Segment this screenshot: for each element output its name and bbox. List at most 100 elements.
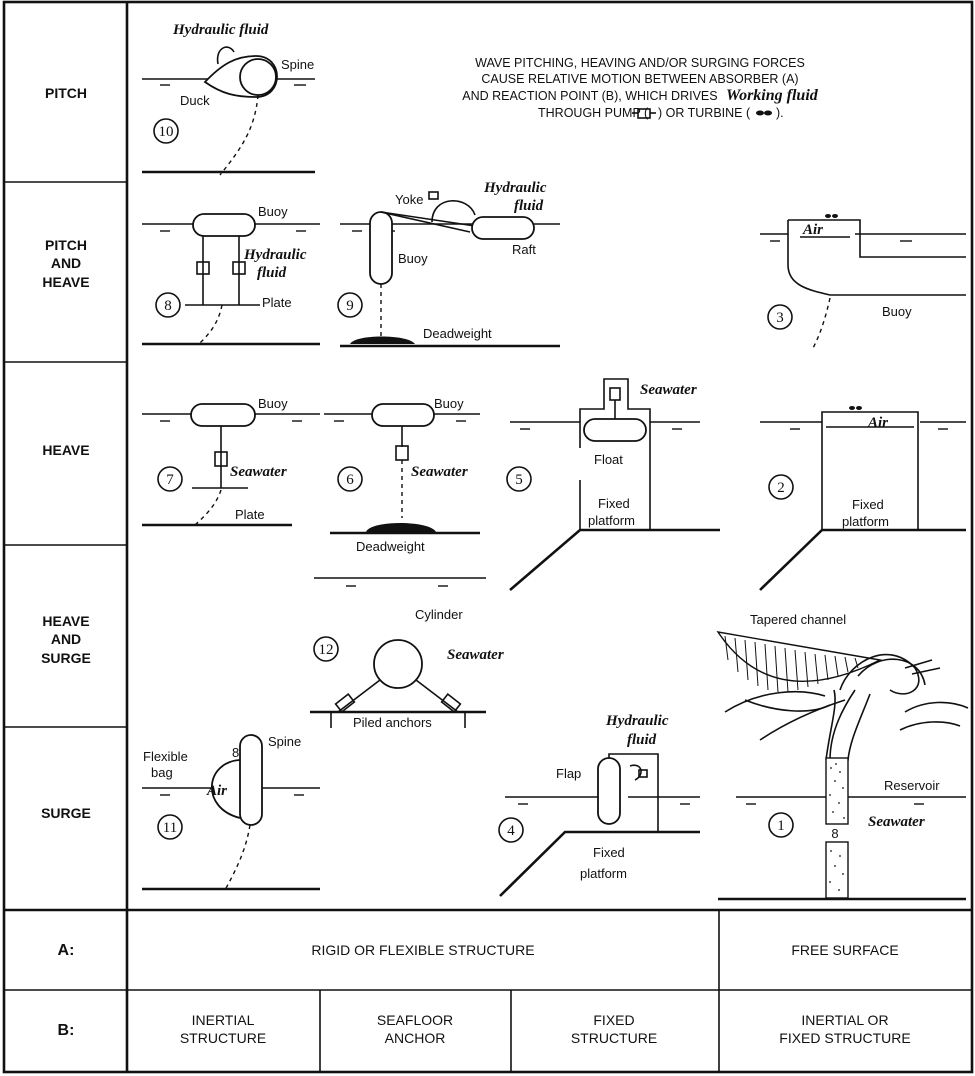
svg-text:WAVE PITCHING, HEAVING AND/OR: WAVE PITCHING, HEAVING AND/OR SURGING FO… [475,56,805,70]
svg-text:Flap: Flap [556,766,581,781]
svg-text:Deadweight: Deadweight [356,539,425,554]
svg-text:7: 7 [166,472,174,488]
turbine-symbol-icon [756,110,772,116]
svg-text:8: 8 [164,298,172,314]
row-label-pitch-and-heave: PITCH AND HEAVE [42,237,89,290]
svg-text:Plate: Plate [235,507,265,522]
svg-text:11: 11 [163,820,177,836]
svg-text:Buoy: Buoy [258,204,288,219]
device-1-tapered-channel: 8 1 Tapered channel Reservoir Seawater [716,612,969,901]
svg-text:platform: platform [580,866,627,881]
svg-text:3: 3 [776,310,784,326]
svg-text:B:: B: [58,1022,75,1039]
device-7-buoy-plate: 7 Buoy Seawater Plate [142,396,320,527]
device-5-float-fixed-platform: 5 Seawater Float Fixed platform [506,378,720,591]
device-9-buoy-raft: 9 Yoke Hydraulic fluid Buoy Raft Deadwei… [337,180,560,348]
device-12-cylinder-piled-anchors: 12 Cylinder Seawater Piled anchors [310,607,504,730]
svg-text:fluid: fluid [514,198,544,214]
svg-text:Air: Air [206,783,227,799]
waterline-marker [314,577,486,587]
svg-text:AND: AND [51,255,81,271]
svg-text:Float: Float [594,452,623,467]
svg-text:Air: Air [867,415,888,431]
svg-text:Piled anchors: Piled anchors [353,715,432,730]
svg-text:Deadweight: Deadweight [423,326,492,341]
svg-text:Seawater: Seawater [447,647,504,663]
device-10-duck: 10 Hydraulic fluid Duck Spine [142,22,315,176]
device-3-oscillating-water-column-buoy: 3 Air Buoy [760,214,966,351]
svg-text:10: 10 [159,124,174,140]
svg-text:Buoy: Buoy [398,251,428,266]
svg-text:Buoy: Buoy [434,396,464,411]
row-label-heave-and-surge: HEAVE AND SURGE [41,613,91,666]
svg-text:12: 12 [319,642,334,658]
row-label-heave: HEAVE [42,442,89,458]
svg-text:AND: AND [51,631,81,647]
svg-text:A:: A: [58,942,75,959]
device-2-oscillating-water-column-fixed: 2 Air Fixed platform [759,406,966,591]
svg-text:PITCH: PITCH [45,237,87,253]
svg-text:6: 6 [346,472,354,488]
svg-text:Air: Air [802,222,823,238]
svg-text:Fixed: Fixed [593,845,625,860]
svg-text:Yoke: Yoke [395,192,423,207]
svg-text:8: 8 [232,745,239,760]
svg-text:AND REACTION POINT (B), WHICH: AND REACTION POINT (B), WHICH DRIVES Wor… [462,87,819,104]
svg-text:) OR TURBINE (: ) OR TURBINE ( [658,106,751,120]
svg-text:SURGE: SURGE [41,650,91,666]
svg-text:Spine: Spine [268,734,301,749]
svg-text:8: 8 [831,826,838,841]
svg-text:platform: platform [588,513,635,528]
device-4-flap-fixed-platform: 4 Hydraulic fluid Flap Fixed platform [498,713,700,897]
svg-text:fluid: fluid [627,732,657,748]
svg-text:Tapered channel: Tapered channel [750,612,846,627]
svg-text:STRUCTURE: STRUCTURE [571,1030,657,1046]
svg-text:Flexible: Flexible [143,749,188,764]
svg-text:Buoy: Buoy [882,304,912,319]
svg-text:Hydraulic: Hydraulic [605,713,669,729]
svg-text:HEAVE: HEAVE [42,613,89,629]
device-number-badge [153,118,179,144]
svg-text:INERTIAL: INERTIAL [192,1012,255,1028]
svg-text:).: ). [776,106,784,120]
svg-text:Hydraulic fluid: Hydraulic fluid [172,22,269,38]
svg-text:Seawater: Seawater [640,382,697,398]
footer-reaction-row: B: INERTIAL STRUCTURE SEAFLOOR ANCHOR FI… [58,1012,911,1046]
svg-text:Raft: Raft [512,242,536,257]
svg-text:FREE SURFACE: FREE SURFACE [791,942,898,958]
svg-text:Buoy: Buoy [258,396,288,411]
svg-text:RIGID OR FLEXIBLE STRUCTURE: RIGID OR FLEXIBLE STRUCTURE [311,942,534,958]
svg-text:Spine: Spine [281,57,314,72]
row-label-surge: SURGE [41,805,91,821]
svg-text:Reservoir: Reservoir [884,778,940,793]
svg-text:INERTIAL OR: INERTIAL OR [801,1012,888,1028]
svg-text:CAUSE RELATIVE MOTION BETWEEN: CAUSE RELATIVE MOTION BETWEEN ABSORBER (… [481,72,798,86]
svg-text:bag: bag [151,765,173,780]
pump-symbol-icon [632,108,656,119]
svg-text:Seawater: Seawater [230,464,287,480]
header-description: WAVE PITCHING, HEAVING AND/OR SURGING FO… [462,56,819,120]
svg-text:Hydraulic: Hydraulic [483,180,547,196]
svg-text:FIXED STRUCTURE: FIXED STRUCTURE [779,1030,910,1046]
svg-text:Hydraulic: Hydraulic [243,247,307,263]
row-label-pitch: PITCH [45,85,87,101]
svg-text:2: 2 [777,480,785,496]
svg-text:Cylinder: Cylinder [415,607,463,622]
svg-text:Plate: Plate [262,295,292,310]
svg-text:Duck: Duck [180,93,210,108]
svg-text:THROUGH PUMP (: THROUGH PUMP ( [538,106,649,120]
svg-text:9: 9 [346,298,354,314]
svg-text:Seawater: Seawater [868,814,925,830]
svg-text:Fixed: Fixed [598,496,630,511]
svg-text:HEAVE: HEAVE [42,274,89,290]
svg-text:FIXED: FIXED [593,1012,634,1028]
svg-text:1: 1 [777,818,785,834]
device-11-flexible-bag: 8 11 Flexible bag Air Spine [142,734,320,891]
svg-text:platform: platform [842,514,889,529]
svg-text:SEAFLOOR: SEAFLOOR [377,1012,453,1028]
device-8-buoy-plate: 8 Buoy Hydraulic fluid Plate [142,204,320,346]
device-6-buoy-deadweight: 6 Buoy Seawater Deadweight [324,396,480,554]
svg-text:Seawater: Seawater [411,464,468,480]
